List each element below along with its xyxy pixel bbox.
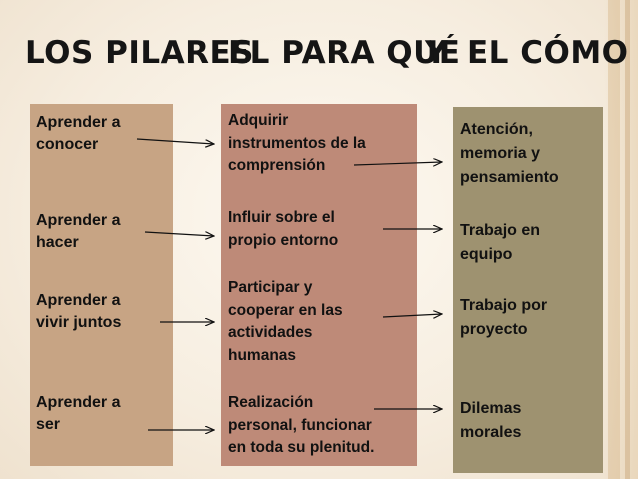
- para-que-realizacion: Realización personal, funcionar en toda …: [228, 394, 375, 456]
- decorative-stripe: [604, 0, 638, 479]
- decorative-stripe: [608, 0, 620, 479]
- arrow-icon: [353, 162, 442, 165]
- para-que-entorno: Influir sobre el propio entorno: [228, 209, 339, 249]
- para-que-comprension: Adquirir instrumentos de la comprensión: [228, 112, 366, 174]
- como-trabajo-proyecto: Trabajo por proyecto: [460, 297, 548, 338]
- como-dilemas: Dilemas morales: [460, 400, 522, 441]
- pilar-vivir-juntos: Aprender a vivir juntos: [36, 292, 122, 331]
- arrow-icon: [382, 314, 442, 317]
- pilar-hacer: Aprender a hacer: [36, 212, 121, 251]
- como-trabajo-equipo: Trabajo en equipo: [460, 222, 541, 263]
- pilares-column: [30, 104, 173, 466]
- para-que-cooperar: Participar y cooperar en las actividades…: [228, 279, 343, 364]
- arrow-icon: [136, 138, 214, 144]
- pilar-conocer: Aprender a conocer: [36, 114, 121, 153]
- arrow-icon: [144, 231, 214, 236]
- decorative-stripe: [625, 0, 630, 479]
- como-atencion: Atención, memoria y pensamiento: [460, 121, 559, 186]
- title-part-pilares: LOS PILARES: [25, 35, 254, 71]
- title-part-y: Y: [425, 35, 448, 71]
- pilar-ser: Aprender a ser: [36, 394, 121, 433]
- title-part-para-que: EL PARA QUÉ: [228, 35, 461, 71]
- como-column: [453, 107, 603, 473]
- title-part-como: EL CÓMO: [467, 35, 629, 71]
